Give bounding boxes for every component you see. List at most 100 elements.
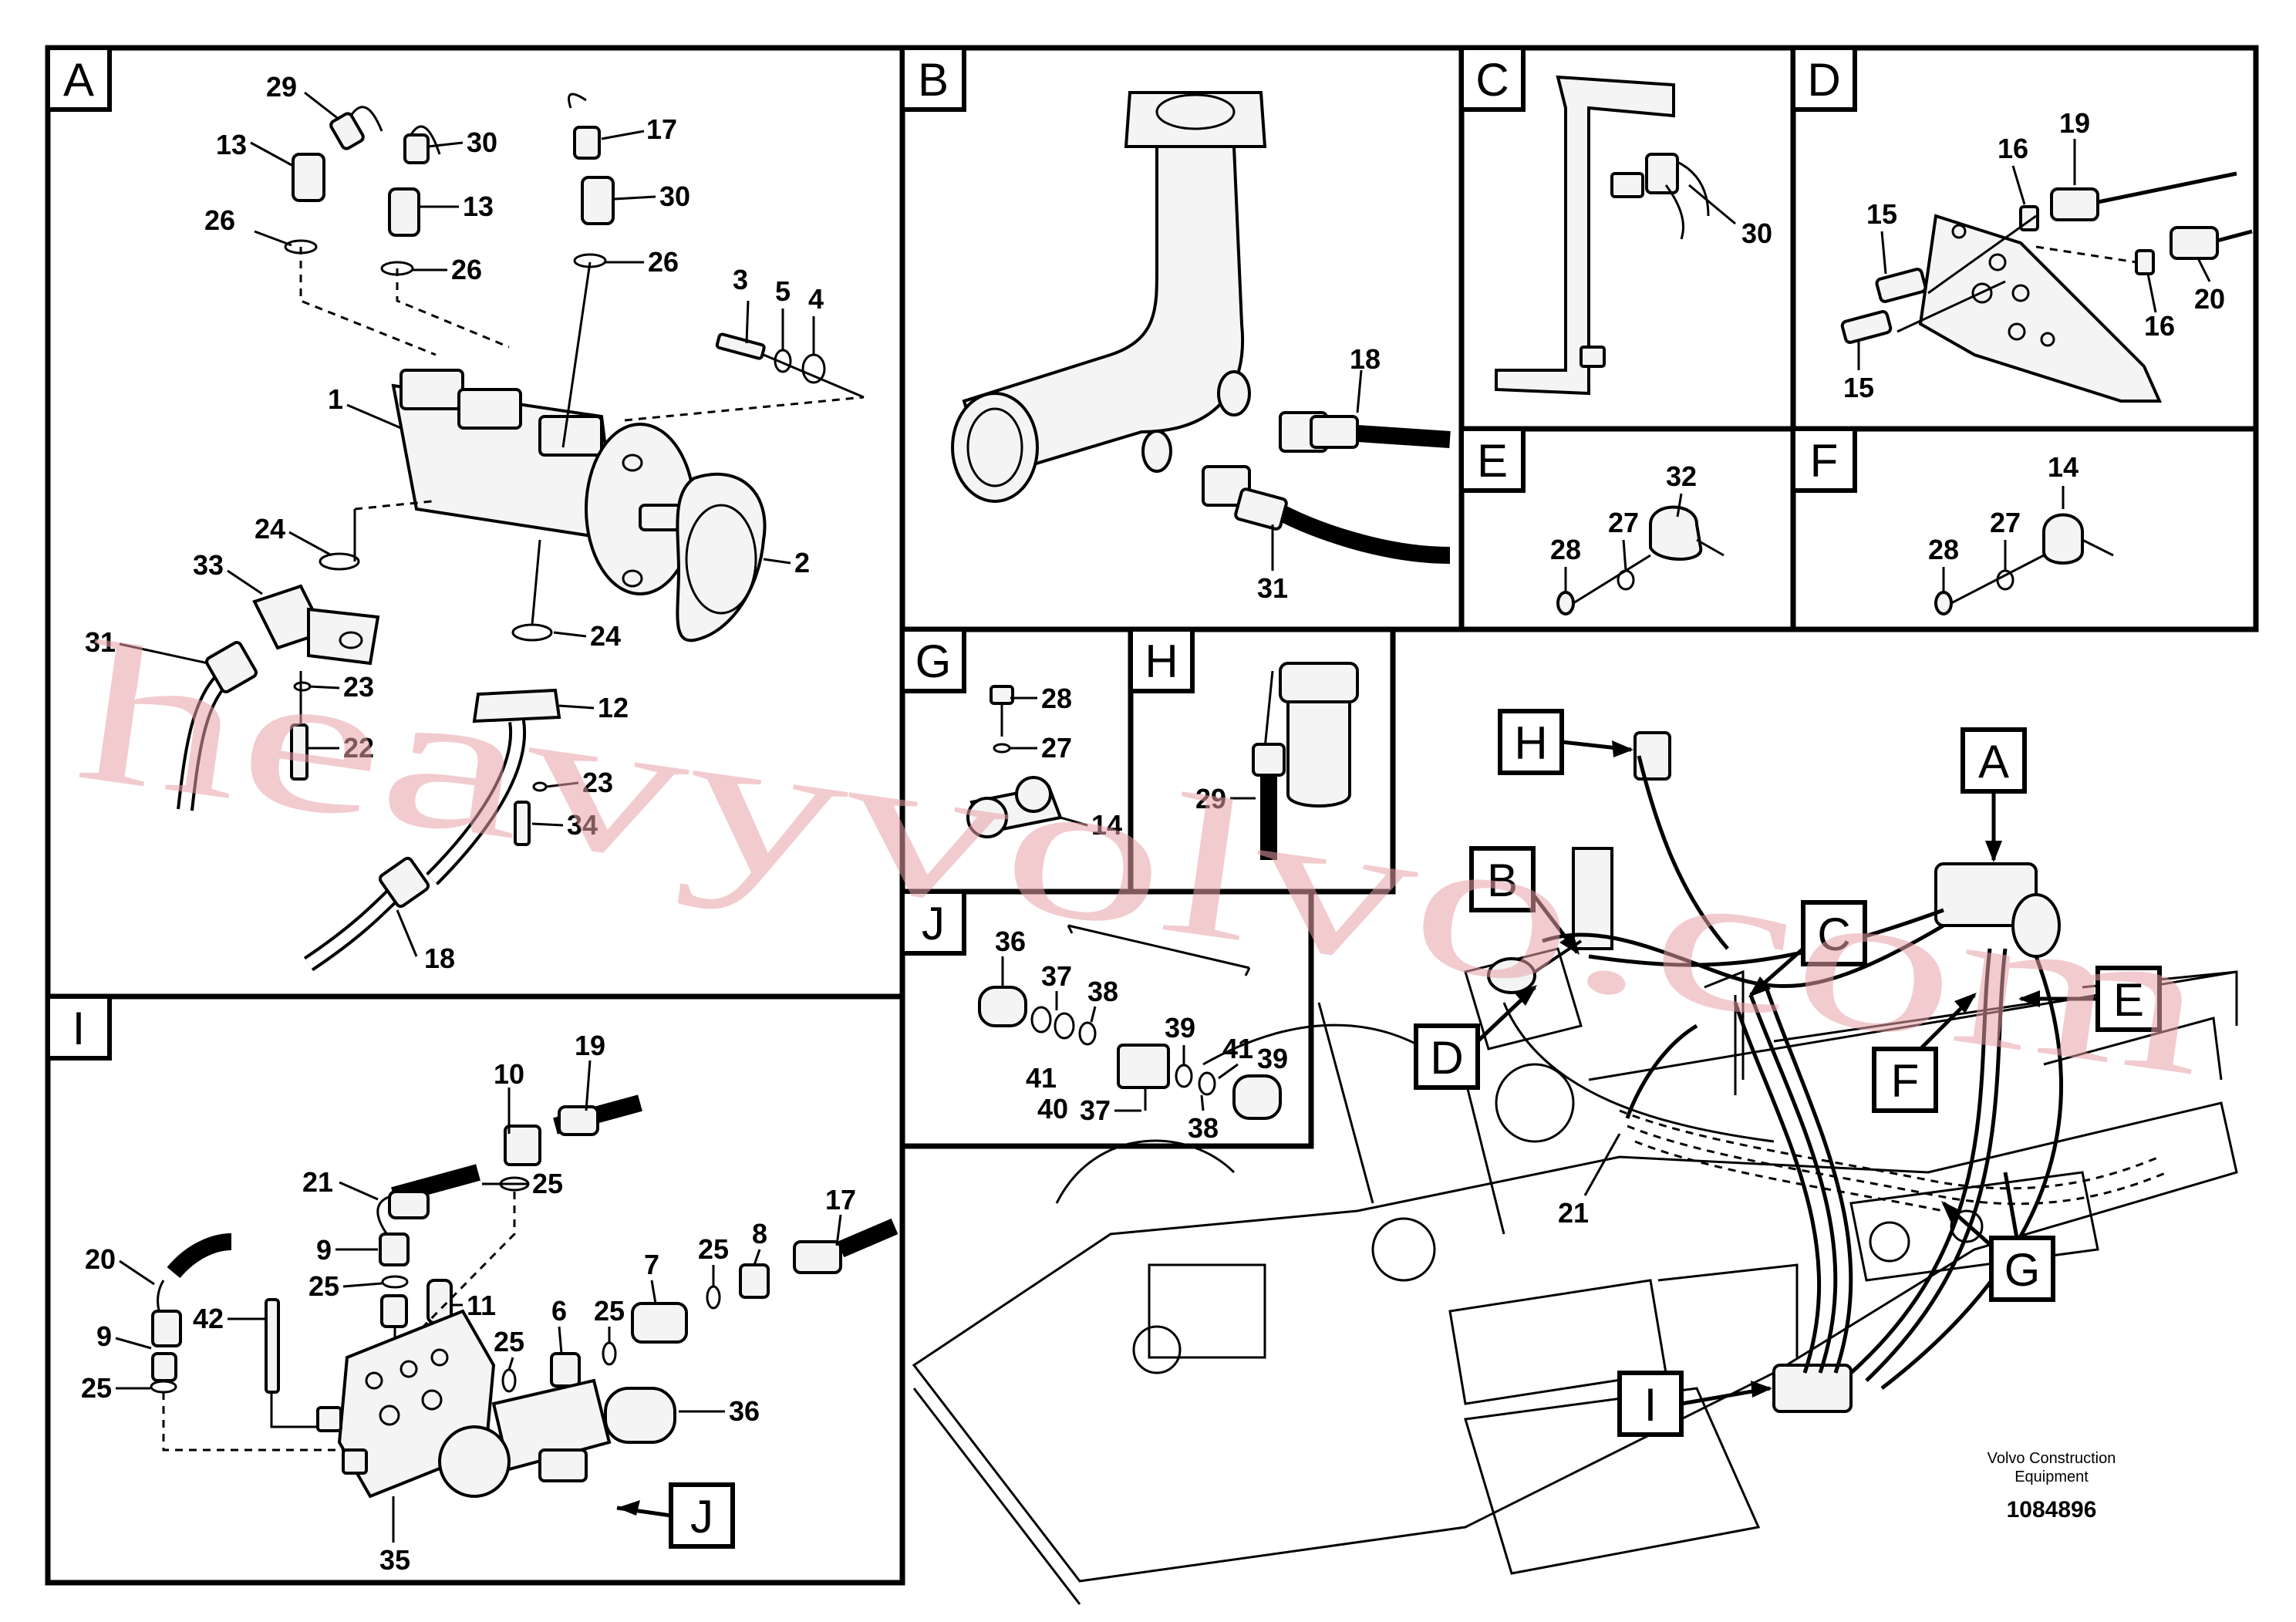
overview-tag-i: I — [1644, 1379, 1657, 1431]
callout: 38 — [1188, 1112, 1219, 1144]
callout: 28 — [1550, 534, 1581, 565]
panel-e-callouts: 32 28 27 — [1550, 460, 1697, 565]
callout: 30 — [467, 126, 497, 158]
callout: 38 — [1087, 976, 1118, 1007]
callout: 26 — [648, 246, 679, 278]
overview-callout-21: 21 — [1558, 1197, 1589, 1229]
overview-tags: H A B C E D F G — [1414, 709, 2162, 1437]
callout: 34 — [567, 809, 598, 841]
panel-e-drawing — [1556, 493, 1725, 615]
flange-12 — [472, 688, 561, 723]
panel-d-callouts: 16 19 15 16 20 15 — [1843, 107, 2225, 403]
callout: 23 — [343, 671, 374, 703]
clamp-32 — [1649, 505, 1703, 561]
callout: 24 — [590, 620, 621, 652]
reference-number: 1084896 — [2007, 1497, 2097, 1523]
callout: 42 — [193, 1303, 224, 1334]
callout: 9 — [316, 1234, 332, 1266]
fitting-30b — [581, 176, 615, 225]
panel-tags: A B C D E F G H J I — [46, 46, 1857, 1061]
panel-a-tag: A — [63, 54, 94, 106]
callout: 18 — [1350, 343, 1381, 375]
callout: 37 — [1041, 960, 1072, 992]
callout: 25 — [81, 1372, 112, 1404]
elbow-fitting-13a — [292, 153, 325, 202]
panel-b-callouts: 18 31 — [1257, 343, 1381, 604]
solenoid-valve — [1117, 1044, 1170, 1089]
callout: 13 — [463, 191, 494, 222]
callout: 6 — [551, 1295, 567, 1327]
callout: 12 — [598, 692, 629, 723]
fitting-13b — [388, 187, 420, 237]
callout: 14 — [1091, 809, 1122, 841]
callout: 27 — [1041, 732, 1072, 764]
callout: 40 — [1037, 1093, 1068, 1125]
panel-h-tag: H — [1145, 636, 1178, 687]
overview-tag-e: E — [2113, 974, 2144, 1026]
overview-tag-f: F — [1891, 1055, 1920, 1107]
panel-a-callouts: 29 13 30 26 13 26 17 30 26 3 5 4 1 2 24 … — [85, 71, 824, 974]
panel-f-frame — [1790, 426, 2259, 632]
callout: 29 — [266, 71, 297, 103]
callout: 26 — [451, 254, 482, 285]
callout: 20 — [85, 1243, 116, 1275]
nut-fitting-30a — [403, 133, 430, 164]
callout: 36 — [995, 926, 1026, 957]
callout: 7 — [644, 1249, 659, 1280]
panel-c-tag: C — [1475, 54, 1509, 106]
callout: 41 — [1026, 1062, 1057, 1094]
overview-tag-b: B — [1487, 855, 1518, 906]
callout: 18 — [424, 943, 455, 974]
callout: 31 — [1257, 572, 1288, 604]
panel-c-callouts: 30 — [1741, 218, 1772, 249]
panel-e-tag: E — [1477, 435, 1508, 487]
callout: 23 — [582, 767, 613, 798]
callout: 25 — [698, 1233, 729, 1265]
callout: 15 — [1843, 372, 1874, 403]
callout: 26 — [204, 204, 235, 236]
callout: 36 — [729, 1395, 760, 1427]
callout: 28 — [1041, 683, 1072, 714]
callout: 39 — [1257, 1043, 1288, 1074]
flange-plate — [1124, 91, 1267, 148]
brand-line-2: Equipment — [2014, 1469, 2089, 1485]
panel-b-tag: B — [918, 54, 949, 106]
callout: 35 — [379, 1544, 410, 1576]
callout: 14 — [2048, 451, 2079, 483]
panel-f-drawing — [1934, 486, 2114, 615]
brand-block: Volvo Construction Equipment 1084896 — [1988, 1450, 2116, 1523]
callout: 24 — [255, 513, 285, 545]
callout: 9 — [96, 1320, 112, 1352]
panel-j-drawing — [978, 924, 1282, 1120]
panel-h-drawing — [1230, 662, 1359, 860]
panel-i-j-reference-tag: J — [690, 1491, 713, 1543]
solenoid-coil-right — [1232, 1074, 1282, 1120]
panel-a-drawing — [119, 91, 865, 972]
panel-d-drawing — [1840, 139, 2253, 403]
panel-i-frame — [45, 993, 905, 1586]
panel-d-tag: D — [1807, 54, 1840, 106]
callout: 13 — [216, 129, 247, 160]
callout: 1 — [328, 383, 343, 415]
panel-g-callouts: 28 27 14 — [1041, 683, 1122, 841]
callout: 4 — [808, 283, 824, 315]
elbow-pipe — [962, 145, 1245, 481]
callout: 32 — [1666, 460, 1697, 492]
callout: 10 — [494, 1058, 524, 1090]
callout: 11 — [467, 1290, 496, 1321]
filter-bowl — [1286, 700, 1351, 808]
callout: 41 — [1222, 1033, 1253, 1064]
nut-fitting-29 — [329, 112, 365, 150]
callout: 30 — [659, 180, 690, 212]
callout: 29 — [1195, 783, 1226, 814]
callout: 27 — [1990, 507, 2021, 538]
callout: 15 — [1866, 198, 1897, 230]
panel-j-callouts: 36 37 38 41 39 41 39 40 38 37 — [995, 926, 1288, 1144]
callout: 19 — [2059, 107, 2090, 139]
panel-i-drawing — [115, 1060, 899, 1543]
panel-h-callouts: 29 — [1195, 783, 1226, 814]
callout: 20 — [2194, 283, 2225, 315]
nut-fitting-17 — [573, 126, 601, 160]
panel-j-tag: J — [922, 898, 945, 949]
